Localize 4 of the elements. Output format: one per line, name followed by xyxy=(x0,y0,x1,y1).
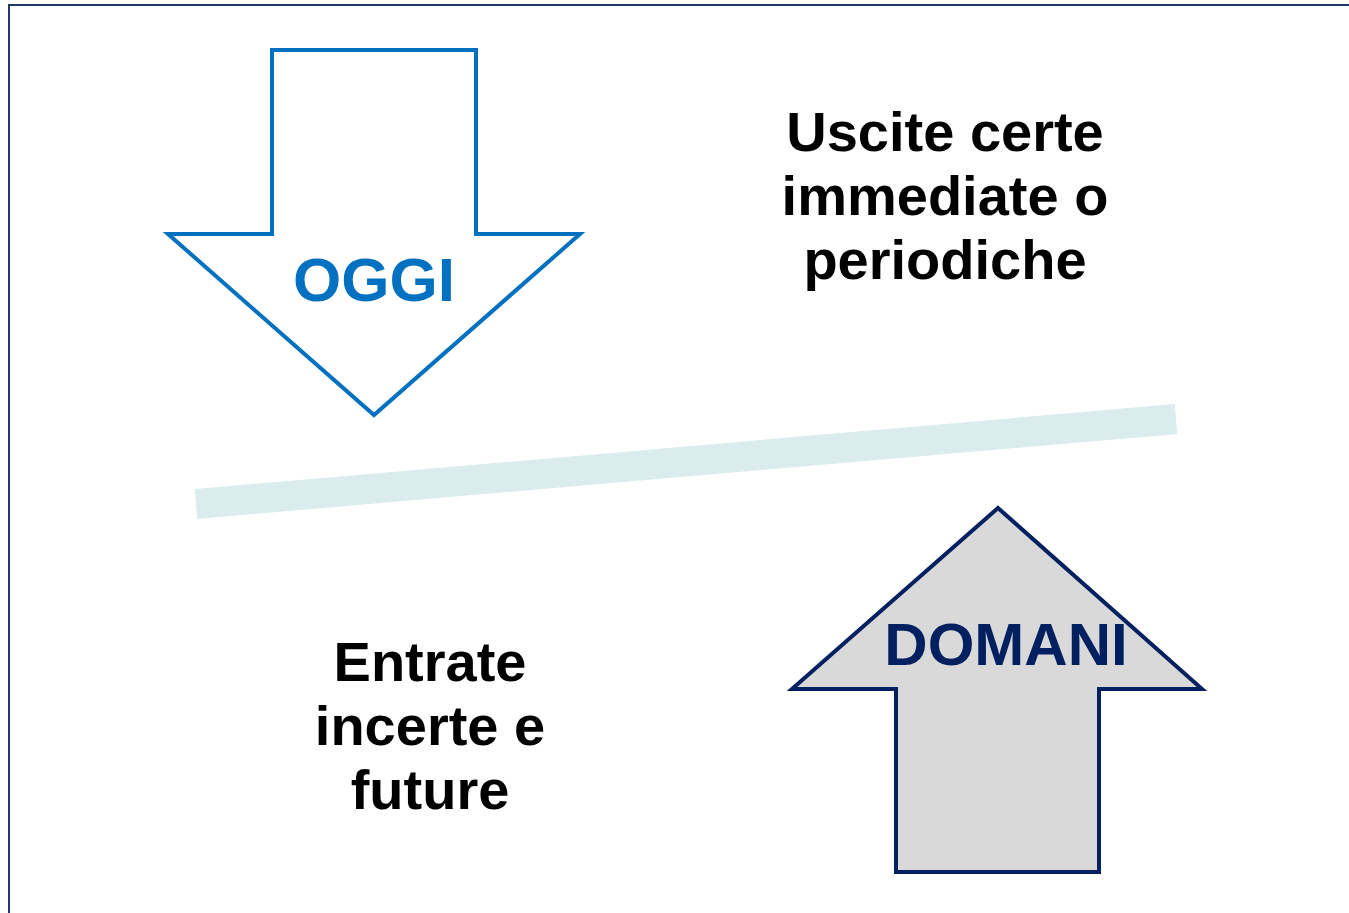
caption-text: Entrate incerte e future xyxy=(313,630,547,822)
arrow-label: DOMANI xyxy=(884,615,1128,675)
caption-text: Uscite certe immediate o periodiche xyxy=(780,100,1110,292)
arrow-label: OGGI xyxy=(293,249,455,311)
